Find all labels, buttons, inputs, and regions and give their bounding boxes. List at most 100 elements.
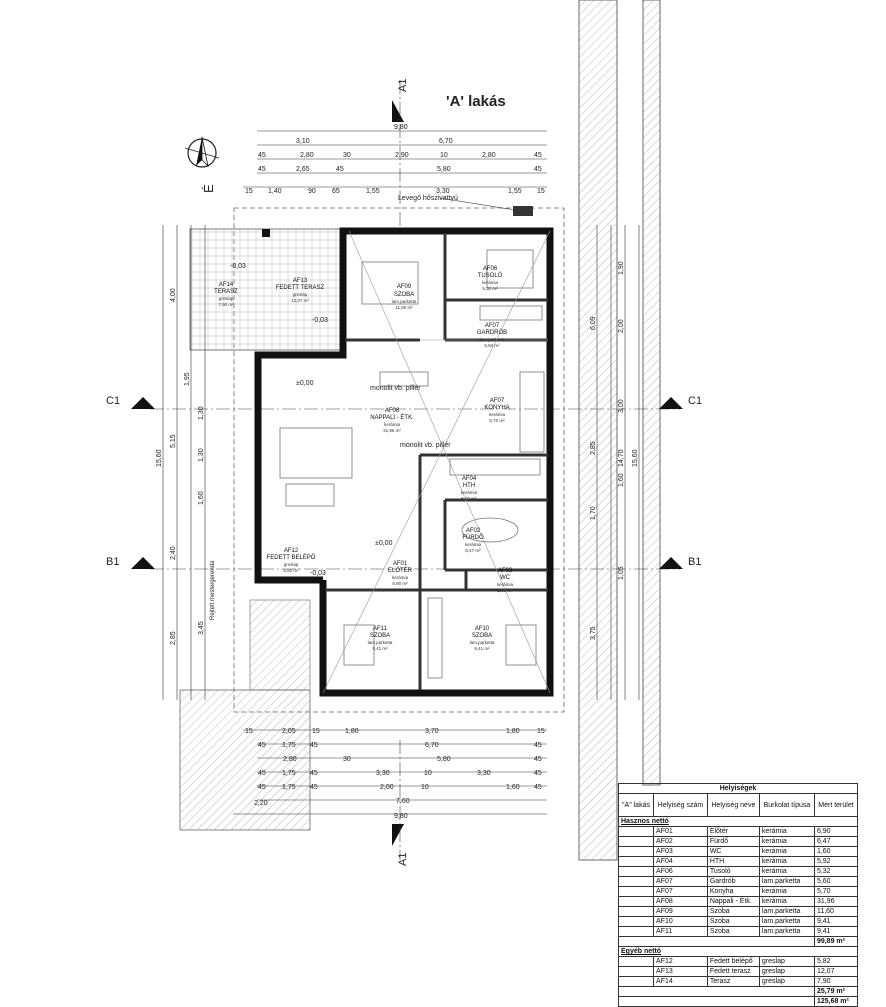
room-label: AF02 FÜRDŐ kerámia 6,47 m²: [462, 528, 484, 553]
table-cell: kerámia: [758, 846, 815, 857]
svg-text:45: 45: [336, 166, 344, 173]
pillar-label-2: monolit vb. pillér: [400, 442, 451, 449]
table-cell: 6,47: [813, 836, 859, 847]
table-cell: AF03: [653, 846, 708, 857]
room-label: AF04 HTH kerámia 5,92 m²: [461, 476, 478, 501]
table-cell: 5,70: [813, 886, 859, 897]
axis-label-b1-right: B1: [688, 556, 701, 568]
table-cell: Terasz: [706, 976, 760, 987]
table-cell: 6,90: [813, 826, 859, 837]
svg-text:5,60 m²: 5,60 m²: [484, 343, 500, 348]
table-cell: AF08: [653, 896, 708, 907]
room-label: AF03 WC kerámia 1,60 m²: [497, 568, 514, 593]
svg-text:3,30: 3,30: [436, 188, 450, 195]
svg-text:6,70: 6,70: [425, 742, 439, 749]
svg-text:1,55: 1,55: [366, 188, 380, 195]
table-cell: kerámia: [758, 886, 815, 897]
svg-text:7,90 m²: 7,90 m²: [218, 302, 234, 307]
neighbour-strip: [578, 0, 661, 861]
table-cell: [617, 926, 655, 937]
svg-text:15: 15: [537, 728, 545, 735]
svg-text:11,60 m²: 11,60 m²: [395, 305, 413, 310]
table-cell: Nappali - Étk.: [706, 896, 760, 907]
svg-text:kerámia: kerámia: [392, 575, 409, 580]
heat-pump: [513, 206, 533, 216]
svg-text:greslap: greslap: [293, 292, 308, 297]
svg-text:TUSOLÓ: TUSOLÓ: [478, 272, 503, 279]
north-label: É: [201, 184, 216, 193]
table-cell: Előtér: [706, 826, 760, 837]
svg-text:kerámia: kerámia: [497, 582, 514, 587]
svg-text:AF04: AF04: [462, 476, 477, 482]
svg-text:AF06: AF06: [483, 266, 498, 272]
svg-text:2,80: 2,80: [283, 756, 297, 763]
svg-text:lam.parketta: lam.parketta: [470, 640, 495, 645]
svg-text:AF01: AF01: [393, 561, 408, 567]
table-cell: kerámia: [758, 826, 815, 837]
table-cell: [617, 876, 655, 887]
room-label: AF12 FEDETT BELÉPŐ greslap 5,82 m²: [267, 548, 316, 573]
svg-text:2,00: 2,00: [618, 319, 625, 333]
svg-text:2,90: 2,90: [395, 152, 409, 159]
table-cell: Tusoló: [706, 866, 760, 877]
svg-text:5,15: 5,15: [170, 434, 177, 448]
table-header: Helyiség szám: [653, 793, 708, 817]
svg-text:3,75: 3,75: [590, 626, 597, 640]
pillar-label-1: monolit vb. pillér: [370, 385, 421, 392]
table-cell: 9,41: [813, 916, 859, 927]
svg-text:15: 15: [312, 728, 320, 735]
table-cell: AF14: [653, 976, 708, 987]
left-dimension-chain: 15,60 4,00 5,15 1,95 1,30 1,30 1,60 2,40…: [156, 288, 205, 645]
bottom-dimension-chain: 15 2,05 15 1,80 3,70 1,80 15 45 1,75 45 …: [245, 728, 545, 820]
svg-text:1,60: 1,60: [198, 491, 205, 505]
table-cell: Szoba: [706, 926, 760, 937]
section-marker-a1-bottom: [392, 740, 404, 860]
svg-text:5,70 m²: 5,70 m²: [489, 418, 505, 423]
table-grand-total: 125,68 m²: [813, 996, 859, 1007]
svg-text:AF13: AF13: [293, 278, 308, 284]
svg-text:3,00: 3,00: [618, 399, 625, 413]
svg-text:1,30: 1,30: [198, 406, 205, 420]
room-label: AF14 TERASZ greslap 7,90 m²: [214, 282, 238, 307]
table-header: Burkolat típusa: [758, 793, 815, 817]
table-cell: AF09: [653, 906, 708, 917]
svg-text:15: 15: [245, 188, 253, 195]
svg-text:45: 45: [258, 742, 266, 749]
table-cell: 7,90: [813, 976, 859, 987]
svg-text:AF09: AF09: [397, 284, 412, 290]
svg-text:45: 45: [258, 152, 266, 159]
table-cell: [617, 826, 655, 837]
svg-text:AF03: AF03: [498, 568, 513, 574]
svg-text:30: 30: [343, 152, 351, 159]
table-cell: Fürdő: [706, 836, 760, 847]
svg-text:1,75: 1,75: [282, 742, 296, 749]
svg-text:12,07 m²: 12,07 m²: [291, 298, 309, 303]
svg-text:10: 10: [424, 770, 432, 777]
svg-text:15: 15: [245, 728, 253, 735]
svg-text:15: 15: [537, 188, 545, 195]
svg-text:2,20: 2,20: [254, 800, 268, 807]
section-marker-a1-top: [392, 80, 404, 230]
svg-text:9,80: 9,80: [394, 124, 408, 131]
table-cell: Fedett terasz: [706, 966, 760, 977]
svg-text:2,65: 2,65: [296, 166, 310, 173]
svg-text:AF07: AF07: [490, 398, 505, 404]
room-label: AF10 SZOBA lam.parketta 9,41 m²: [470, 626, 495, 651]
heat-pump-label: Levegő hőszivattyú: [398, 195, 458, 202]
table-cell: 31,96: [813, 896, 859, 907]
svg-text:FÜRDŐ: FÜRDŐ: [462, 534, 484, 541]
table-cell: greslap: [758, 976, 815, 987]
svg-text:30: 30: [343, 756, 351, 763]
table-cell: Gardrób: [706, 876, 760, 887]
table-header: Mért terület: [813, 793, 859, 817]
table-cell: AF13: [653, 966, 708, 977]
svg-text:15,60: 15,60: [156, 449, 163, 467]
dimension-lines: [162, 130, 640, 815]
table-cell: AF06: [653, 866, 708, 877]
